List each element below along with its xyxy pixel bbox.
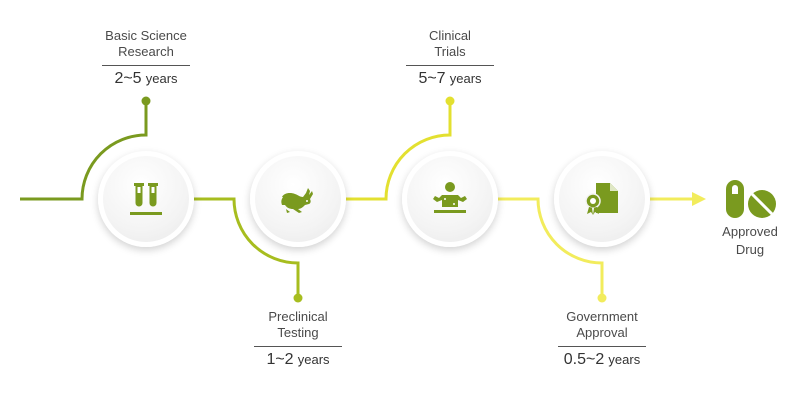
- stage-duration: 5~7 years: [400, 70, 500, 88]
- stage-basic-science-node: [98, 151, 194, 247]
- duration-unit: years: [608, 352, 641, 367]
- stage-label-government-approval: Government Approval 0.5~2 years: [552, 309, 652, 369]
- certificate-icon: [585, 183, 618, 215]
- duration-value: 1~2: [266, 351, 294, 368]
- stage-title-line1: Clinical: [429, 28, 471, 43]
- test-tubes-icon: [130, 183, 162, 215]
- stage-title-line2: Research: [118, 44, 174, 59]
- divider: [406, 65, 494, 66]
- stage-title-line1: Basic Science: [105, 28, 187, 43]
- stage-title-line2: Testing: [277, 325, 319, 340]
- pills-icon: [726, 180, 776, 218]
- stage-title-line1: Government: [566, 309, 638, 324]
- stage-preclinical-node: [250, 151, 346, 247]
- duration-value: 0.5~2: [563, 351, 605, 368]
- final-title-line1: Approved: [722, 224, 778, 239]
- final-approved-drug: Approved Drug: [710, 178, 790, 258]
- duration-unit: years: [449, 71, 482, 86]
- stage-government-approval-node: [554, 151, 650, 247]
- stage-title-line2: Trials: [434, 44, 466, 59]
- patient-icon: [433, 182, 467, 213]
- divider: [558, 346, 646, 347]
- duration-unit: years: [145, 71, 178, 86]
- stage-clinical-trials-node: [402, 151, 498, 247]
- divider: [254, 346, 342, 347]
- duration-value: 2~5: [114, 70, 142, 87]
- stage-label-preclinical: Preclinical Testing 1~2 years: [248, 309, 348, 369]
- stage-duration: 1~2 years: [248, 351, 348, 369]
- stage-duration: 0.5~2 years: [552, 351, 652, 369]
- stage-label-basic-science: Basic Science Research 2~5 years: [96, 28, 196, 88]
- rabbit-icon: [281, 188, 313, 213]
- stage-title-line1: Preclinical: [268, 309, 328, 324]
- divider: [102, 65, 190, 66]
- duration-value: 5~7: [418, 70, 446, 87]
- stage-label-clinical-trials: Clinical Trials 5~7 years: [400, 28, 500, 88]
- stage-duration: 2~5 years: [96, 70, 196, 88]
- duration-unit: years: [297, 352, 330, 367]
- stage-title-line2: Approval: [576, 325, 628, 340]
- final-title-line2: Drug: [735, 242, 765, 257]
